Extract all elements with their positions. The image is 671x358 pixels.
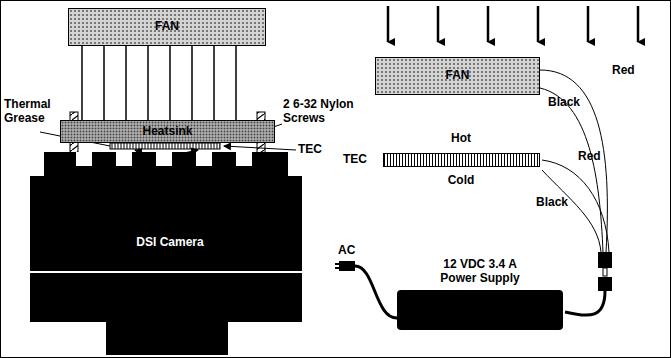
heatsink-box: Heatsink <box>60 120 275 143</box>
heatsink-fin <box>191 46 193 120</box>
airflow-arrow <box>487 6 490 42</box>
wire <box>540 88 603 252</box>
camera-body: DSI Camera <box>30 150 310 355</box>
seam <box>30 271 302 273</box>
airflow-arrows <box>388 6 638 42</box>
tec-element: HotCold <box>380 132 542 188</box>
box-label: FAN <box>446 69 470 83</box>
supply-box <box>397 290 563 330</box>
airflow-arrow <box>437 6 440 42</box>
part-label: AC <box>338 244 355 258</box>
notch <box>116 152 132 166</box>
part-label: TEC <box>298 143 322 157</box>
notch <box>156 152 172 166</box>
part-label: 2 6-32 Nylon Screws <box>283 98 378 126</box>
heatsink-fin <box>147 46 149 120</box>
tec-element <box>110 143 220 149</box>
notch <box>196 152 212 166</box>
airflow-arrow <box>587 6 590 42</box>
ac-cable <box>355 266 398 318</box>
power-supply: 12 VDC 3.4 A Power Supply <box>392 258 568 330</box>
heatsink-fin <box>169 46 171 120</box>
box-label: FAN <box>155 20 179 34</box>
heatsink-fin <box>103 46 105 120</box>
wire-color: Black <box>548 96 580 110</box>
leader-line <box>224 146 296 150</box>
connector <box>603 268 607 276</box>
camera-nosepiece <box>106 320 228 355</box>
heatsink-fin <box>235 46 237 120</box>
wire-color: Black <box>536 196 568 210</box>
wire <box>542 170 601 252</box>
part-label: TEC <box>343 153 367 167</box>
airflow-arrow <box>537 6 540 42</box>
fan-box: FAN <box>68 8 266 46</box>
part-label: Thermal Grease <box>4 98 74 126</box>
connector <box>598 277 612 291</box>
notch <box>236 152 252 166</box>
airflow-arrow <box>637 6 640 42</box>
side-label: Cold <box>448 174 475 188</box>
wire-color: Red <box>612 64 635 78</box>
airflow-arrow <box>387 6 390 42</box>
box-label: Heatsink <box>142 125 192 139</box>
side-label: Hot <box>451 132 471 146</box>
supply-label: 12 VDC 3.4 A Power Supply <box>432 258 528 286</box>
heatsink-fins <box>82 46 236 120</box>
connector <box>598 252 612 268</box>
dc-cable <box>565 291 605 315</box>
heatsink-fin <box>125 46 127 120</box>
heatsink-fin <box>213 46 215 120</box>
heatsink-fin <box>81 46 83 120</box>
camera-top <box>44 152 288 178</box>
wire <box>540 70 607 252</box>
ac-plug <box>339 261 355 271</box>
tec-stripes <box>383 153 540 167</box>
notch <box>76 152 92 166</box>
wire-color: Red <box>578 150 601 164</box>
camera-label: DSI Camera <box>30 236 310 250</box>
fan-box: FAN <box>375 57 540 95</box>
camera-shape <box>30 150 302 355</box>
